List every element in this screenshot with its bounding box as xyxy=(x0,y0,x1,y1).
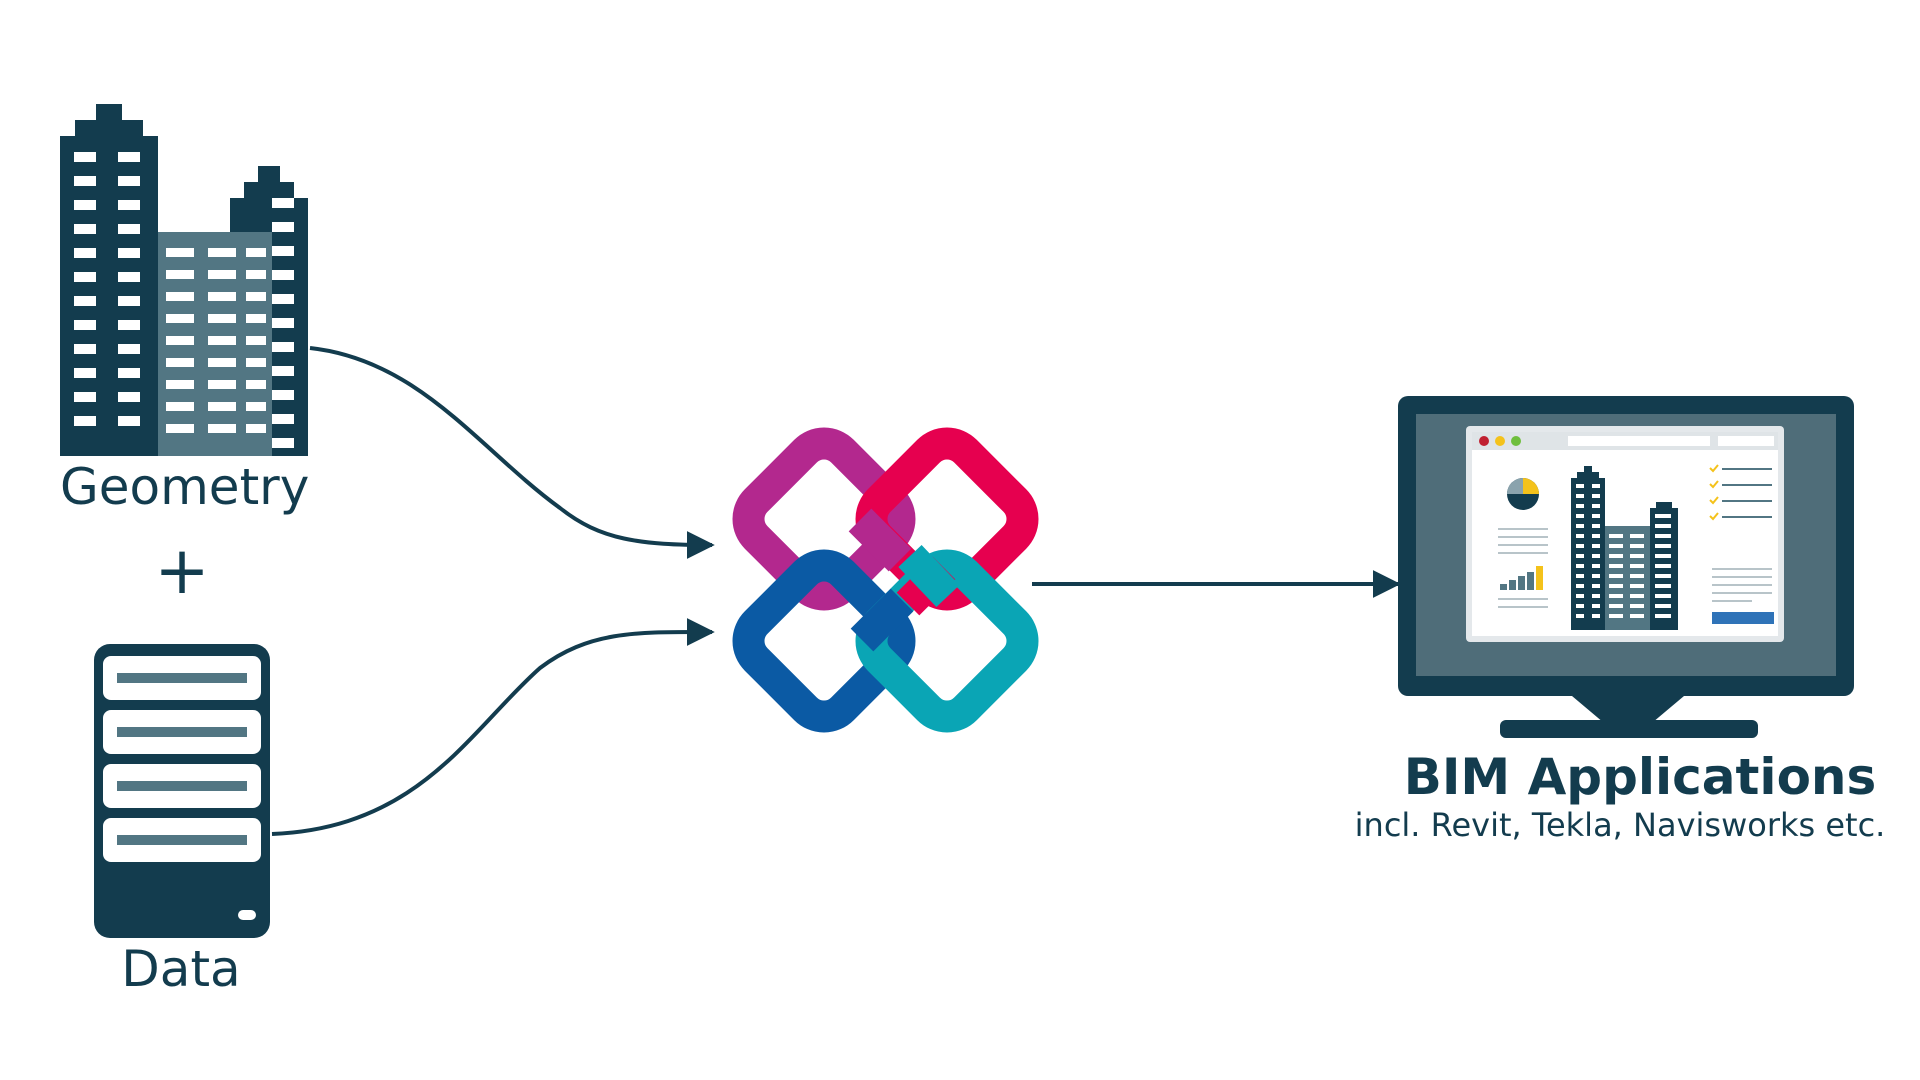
plus-sign: + xyxy=(154,532,210,609)
server-icon xyxy=(94,644,270,938)
bim-applications-subtitle: incl. Revit, Tekla, Navisworks etc. xyxy=(1354,806,1886,844)
checklist-icon xyxy=(1709,464,1772,521)
building-icon xyxy=(60,104,308,456)
app-window xyxy=(1466,426,1784,642)
geometry-label: Geometry xyxy=(60,458,310,516)
bim-applications-title: BIM Applications xyxy=(1403,748,1877,806)
data-to-ifc-arrow xyxy=(271,617,715,836)
mini-building-icon xyxy=(1571,466,1678,630)
bar-chart-icon xyxy=(1500,566,1543,590)
geometry-to-ifc-arrow xyxy=(309,346,715,559)
mini-button-icon xyxy=(1712,612,1774,624)
monitor-icon xyxy=(1398,396,1854,738)
data-label: Data xyxy=(121,940,241,998)
pie-chart-icon xyxy=(1507,478,1539,510)
ifc-logo-icon xyxy=(732,427,1039,733)
